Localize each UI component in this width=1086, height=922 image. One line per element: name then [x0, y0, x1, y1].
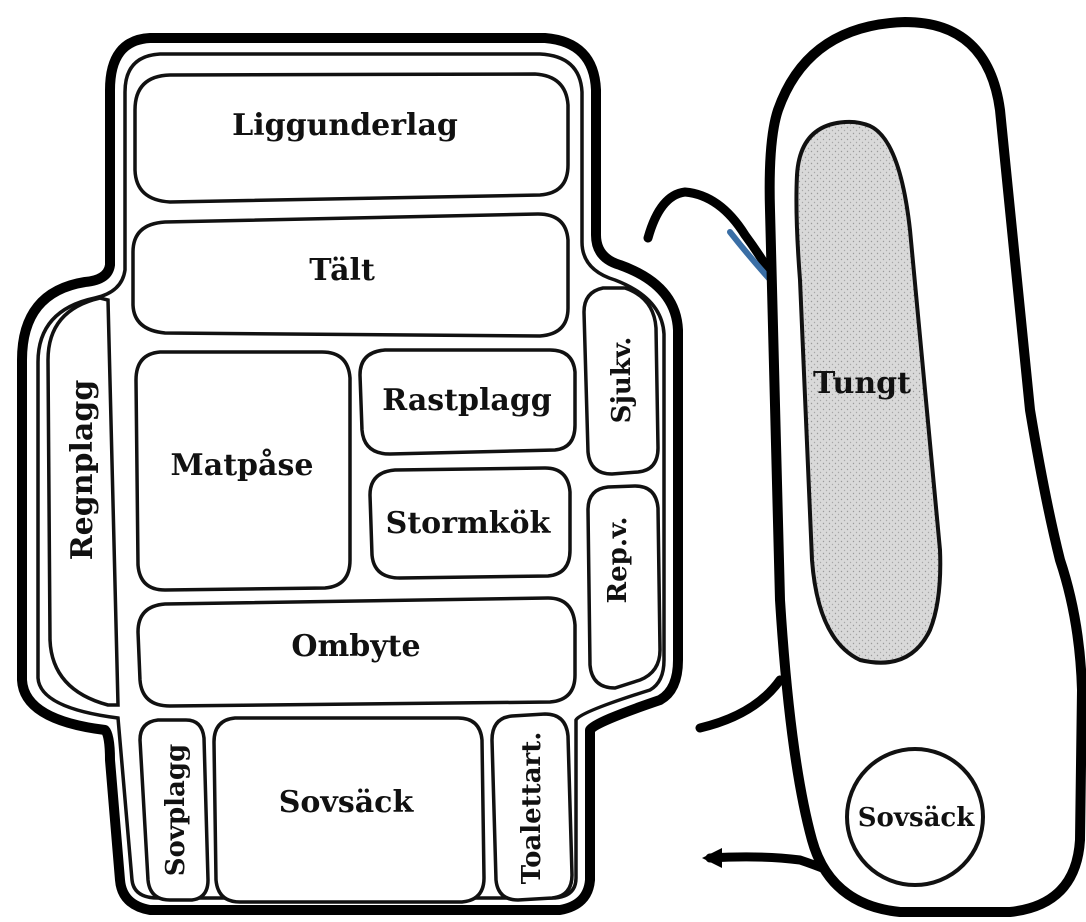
label-repv: Rep.v.	[603, 517, 633, 604]
label-talt: Tält	[309, 253, 375, 288]
label-regnplagg: Regnplagg	[65, 380, 100, 561]
backpack-front-view: Liggunderlag Tält Regnplagg Matpåse Rast…	[22, 38, 678, 910]
shoulder-strap-upper	[648, 192, 780, 290]
label-sovsack-front: Sovsäck	[279, 785, 415, 820]
label-tungt: Tungt	[813, 366, 911, 401]
hip-belt-tip	[702, 848, 722, 868]
backpack-side-view: Tungt Sovsäck	[648, 22, 1082, 912]
label-toalettart: Toalettart.	[517, 732, 547, 885]
shoulder-strap-lower	[700, 680, 780, 728]
label-rastplagg: Rastplagg	[382, 383, 552, 418]
label-sovplagg: Sovplagg	[161, 744, 191, 877]
label-liggunderlag: Liggunderlag	[232, 108, 458, 143]
label-sovsack-side: Sovsäck	[858, 803, 976, 833]
label-ombyte: Ombyte	[291, 629, 420, 664]
label-sjukv: Sjukv.	[607, 337, 637, 424]
label-matpase: Matpåse	[171, 448, 314, 483]
label-stormkok: Stormkök	[386, 506, 552, 541]
